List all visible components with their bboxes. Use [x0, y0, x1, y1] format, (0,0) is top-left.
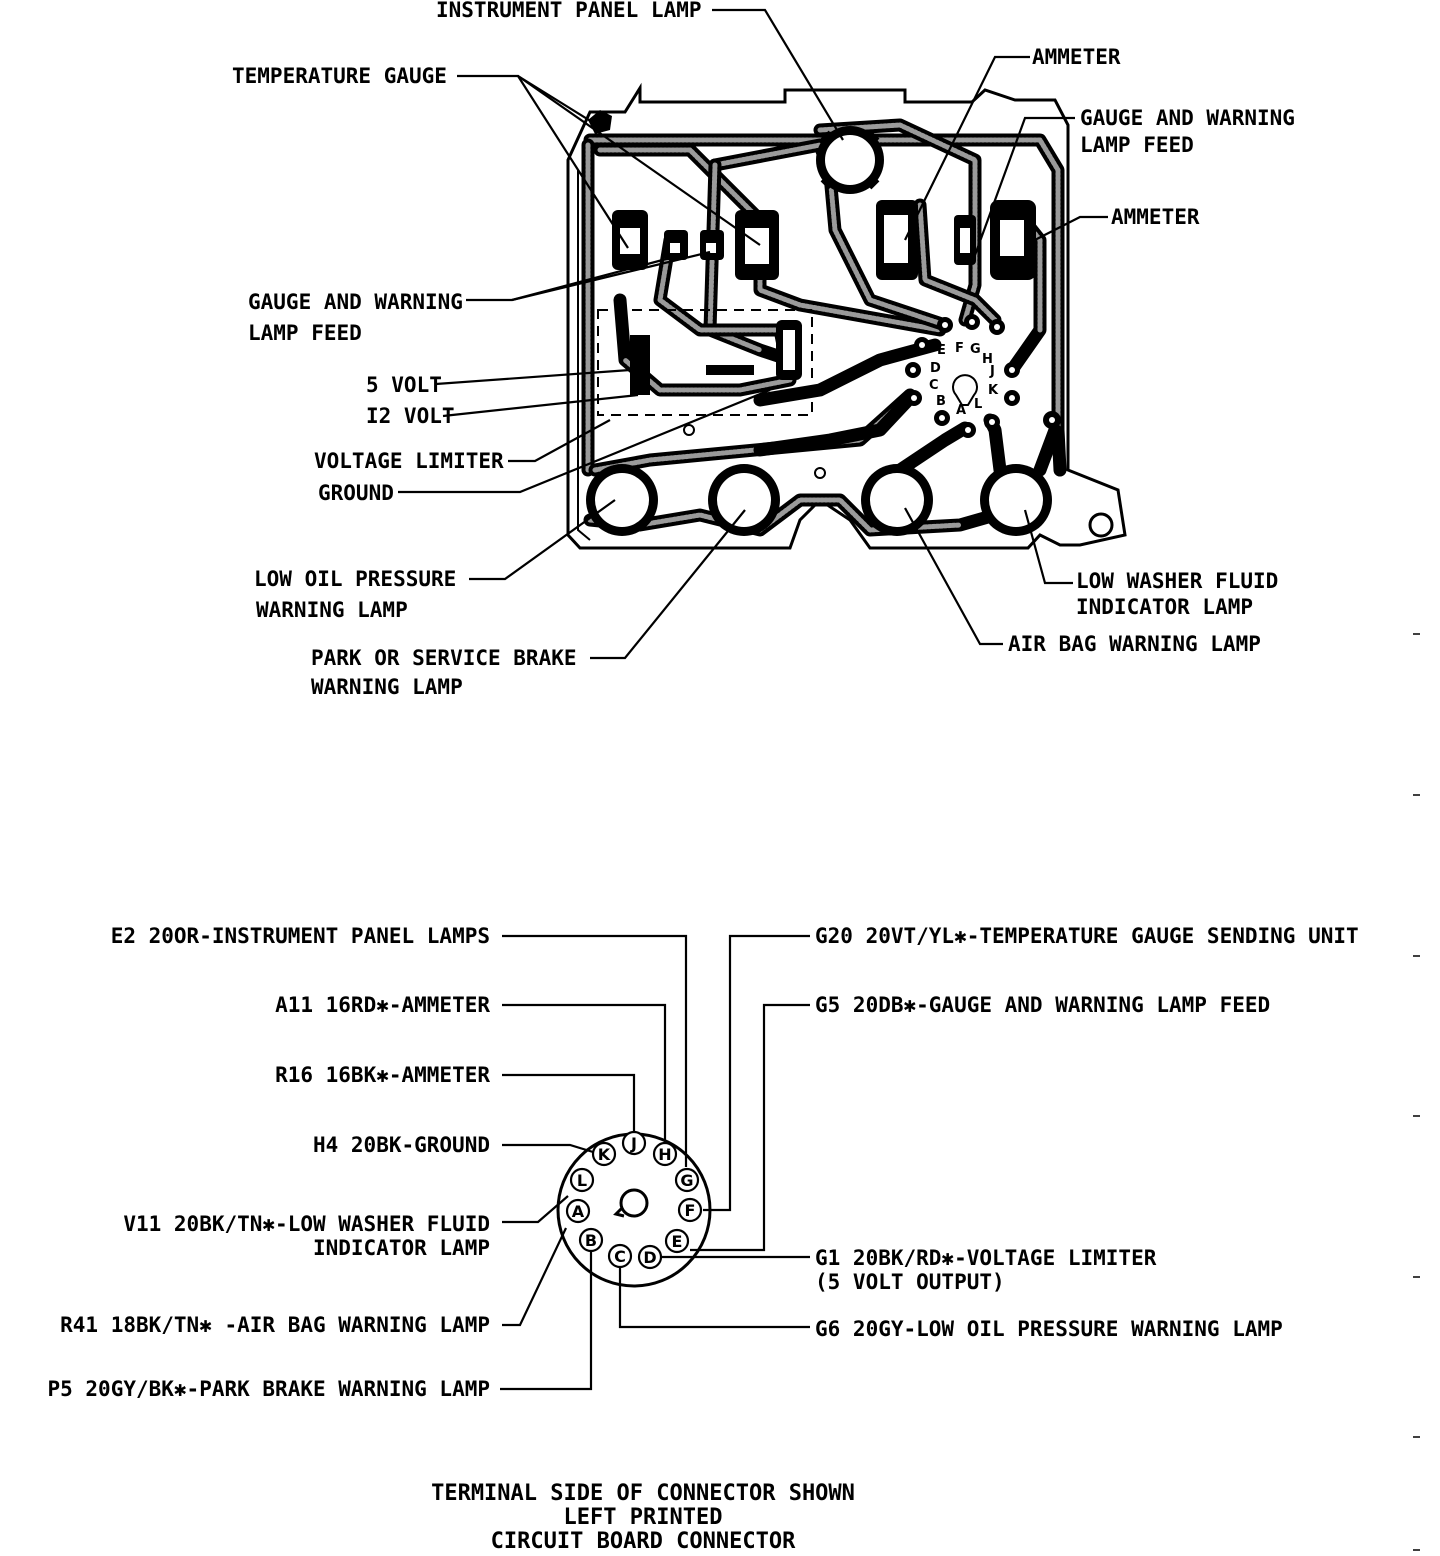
label-g20-circuit: G20 20VT/YL✱-TEMPERATURE GAUGE SENDING U…: [815, 924, 1359, 948]
connector-pin-k: [591, 1141, 617, 1167]
label-p5-circuit: P5 20GY/BK✱-PARK BRAKE WARNING LAMP: [47, 1377, 490, 1401]
low-washer-lamp-socket: [980, 464, 1052, 536]
connector-pin-g-label: G: [680, 1171, 693, 1190]
connector-pin-j-label: J: [630, 1134, 637, 1153]
label-gauge-feed-left-line1: GAUGE AND WARNING: [248, 290, 463, 314]
connector-pin-b-label: B: [585, 1231, 597, 1250]
label-air-bag: AIR BAG WARNING LAMP: [1008, 632, 1261, 656]
label-voltage-limiter: VOLTAGE LIMITER: [314, 449, 504, 473]
board-connector-pads: [905, 314, 1020, 438]
pad-letter-l: L: [974, 397, 982, 412]
connector-pin-h-label: H: [658, 1145, 671, 1164]
pad-letter-g: G: [970, 342, 981, 357]
park-brake-lamp-socket: [708, 464, 780, 536]
pad-letter-j: J: [989, 364, 995, 379]
label-a11-circuit: A11 16RD✱-AMMETER: [275, 993, 490, 1017]
instrument-panel-lamp-socket: [816, 126, 884, 194]
label-v11-circuit-line2: INDICATOR LAMP: [313, 1236, 490, 1260]
connector-pin-l-label: L: [577, 1171, 587, 1190]
label-g1-circuit-line2: (5 VOLT OUTPUT): [815, 1270, 1005, 1294]
connector-pins: [565, 1130, 703, 1270]
connector-leader-lines: [500, 934, 810, 1391]
mounting-hole: [1088, 512, 1114, 538]
air-bag-lamp-socket: [861, 464, 933, 536]
connector-pin-g: [674, 1167, 700, 1193]
label-temperature-gauge: TEMPERATURE GAUGE: [232, 64, 447, 88]
connector-pin-h: [652, 1141, 678, 1167]
voltage-limiter-outline: [597, 309, 813, 416]
connector-pin-d-label: D: [643, 1248, 656, 1267]
pad-letter-a: A: [956, 403, 966, 418]
label-h4-circuit: H4 20BK-GROUND: [313, 1133, 490, 1157]
low-oil-pressure-lamp-socket: [586, 464, 658, 536]
label-g5-circuit: G5 20DB✱-GAUGE AND WARNING LAMP FEED: [815, 993, 1270, 1017]
connector-pin-c: [607, 1243, 633, 1269]
label-low-washer-line2: INDICATOR LAMP: [1076, 595, 1253, 619]
label-12-volt: I2 VOLT: [366, 404, 455, 428]
label-g6-circuit: G6 20GY-LOW OIL PRESSURE WARNING LAMP: [815, 1317, 1283, 1341]
connector-pin-e: [664, 1228, 690, 1254]
pad-letter-k: K: [988, 383, 999, 398]
label-gauge-feed-right-line1: GAUGE AND WARNING: [1080, 106, 1295, 130]
label-low-oil-line2: WARNING LAMP: [256, 598, 408, 622]
margin-tick-marks: [1413, 633, 1420, 1551]
pad-letter-h: H: [982, 352, 993, 367]
connector-pin-c-label: C: [614, 1247, 626, 1266]
connector-pin-a-label: A: [572, 1202, 585, 1221]
caption-line1: TERMINAL SIDE OF CONNECTOR SHOWN: [431, 1481, 855, 1506]
label-r16-circuit: R16 16BK✱-AMMETER: [275, 1063, 490, 1087]
label-v11-circuit-line1: V11 20BK/TN✱-LOW WASHER FLUID: [123, 1212, 490, 1236]
connector-pin-l: [569, 1167, 595, 1193]
label-g1-circuit-line1: G1 20BK/RD✱-VOLTAGE LIMITER: [815, 1246, 1157, 1270]
pad-letter-d: D: [930, 361, 941, 376]
caption-line3: CIRCUIT BOARD CONNECTOR: [491, 1529, 796, 1554]
label-gauge-feed-left-line2: LAMP FEED: [248, 321, 362, 345]
label-e2-circuit: E2 20OR-INSTRUMENT PANEL LAMPS: [111, 924, 490, 948]
connector-pin-j: [621, 1130, 647, 1156]
pad-letter-f: F: [955, 341, 964, 356]
caption-line2: LEFT PRINTED: [564, 1505, 723, 1530]
label-5-volt: 5 VOLT: [366, 373, 442, 397]
printed-circuit-board: E F G H D J C K B A L: [566, 82, 1127, 550]
label-park-brake-line2: WARNING LAMP: [311, 675, 463, 699]
connector-pin-a: [565, 1198, 591, 1224]
connector-pin-d: [637, 1244, 663, 1270]
label-instrument-panel-lamp: INSTRUMENT PANEL LAMP: [436, 0, 702, 22]
label-low-oil-line1: LOW OIL PRESSURE: [254, 567, 456, 591]
label-ammeter-top: AMMETER: [1032, 45, 1121, 69]
pad-letter-e: E: [937, 343, 946, 358]
pad-letter-b: B: [936, 394, 946, 409]
label-r41-circuit: R41 18BK/TN✱ -AIR BAG WARNING LAMP: [60, 1313, 490, 1337]
connector-pin-f: [677, 1197, 703, 1223]
label-ground: GROUND: [318, 481, 394, 505]
label-park-brake-line1: PARK OR SERVICE BRAKE: [311, 646, 577, 670]
pad-letter-c: C: [929, 378, 939, 393]
label-gauge-feed-right-line2: LAMP FEED: [1080, 133, 1194, 157]
board-leader-lines: [398, 8, 1108, 660]
connector-pin-k-label: K: [598, 1145, 611, 1164]
connector-pin-b: [578, 1227, 604, 1253]
connector-pin-e-label: E: [672, 1232, 683, 1251]
label-ammeter-right: AMMETER: [1111, 205, 1200, 229]
connector-pin-f-label: F: [685, 1201, 696, 1220]
label-low-washer-line1: LOW WASHER FLUID: [1076, 569, 1278, 593]
